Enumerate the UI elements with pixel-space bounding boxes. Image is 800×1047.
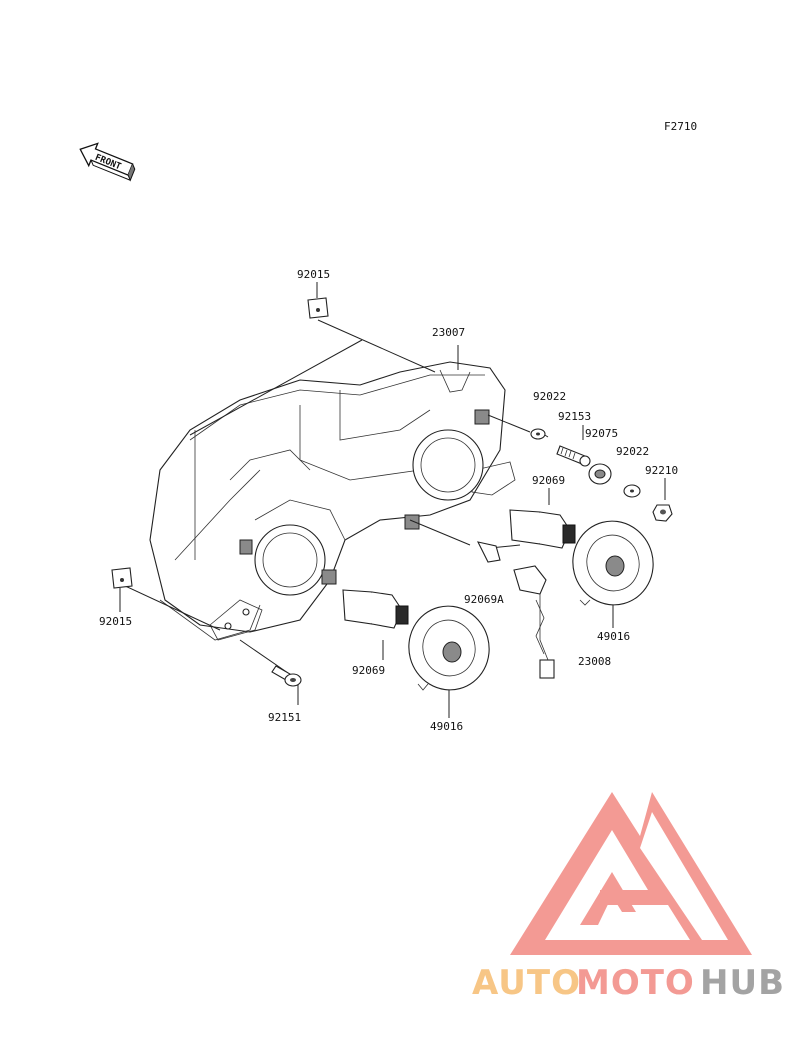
label-92153: 92153 [558,410,591,423]
cover-49016-right [572,520,654,606]
label-92210: 92210 [645,464,678,477]
grommet-92075 [588,463,612,485]
label-49016-left: 49016 [430,720,463,733]
label-92075: 92075 [585,427,618,440]
label-49016-right: 49016 [597,630,630,643]
nut-92210 [652,504,673,522]
washer-92022-b [623,484,641,498]
label-92022-a: 92022 [533,390,566,403]
headlight-housing [149,361,516,641]
logo-text-auto: AUTO [472,963,581,1003]
label-92069-right: 92069 [532,474,565,487]
cover-49016-left [408,605,490,691]
label-92015-left: 92015 [99,615,132,628]
automotohub-logo: AUTO MOTO HUB [472,792,785,1003]
bolt-92151 [271,665,302,687]
washer-92022-a [530,428,546,440]
logo-text-hub: HUB [700,963,785,1003]
figure-code: F2710 [664,120,697,133]
label-92022-b: 92022 [616,445,649,458]
bulb-92069-right [509,509,576,549]
screw-92153 [556,445,591,467]
clip-92015-top [307,297,329,319]
label-92069A: 92069A [464,593,504,606]
clip-92015-left [111,567,133,589]
logo-text-moto: MOTO [576,963,695,1003]
label-23007: 23007 [432,326,465,339]
label-92015-top: 92015 [297,268,330,281]
label-92069-left: 92069 [352,664,385,677]
label-92151: 92151 [268,711,301,724]
leader-lines [119,282,666,718]
label-23008: 23008 [578,655,611,668]
front-arrow-icon: FRONT [79,142,136,182]
bulb-92069A [476,541,555,679]
bulb-92069-left [342,589,409,629]
